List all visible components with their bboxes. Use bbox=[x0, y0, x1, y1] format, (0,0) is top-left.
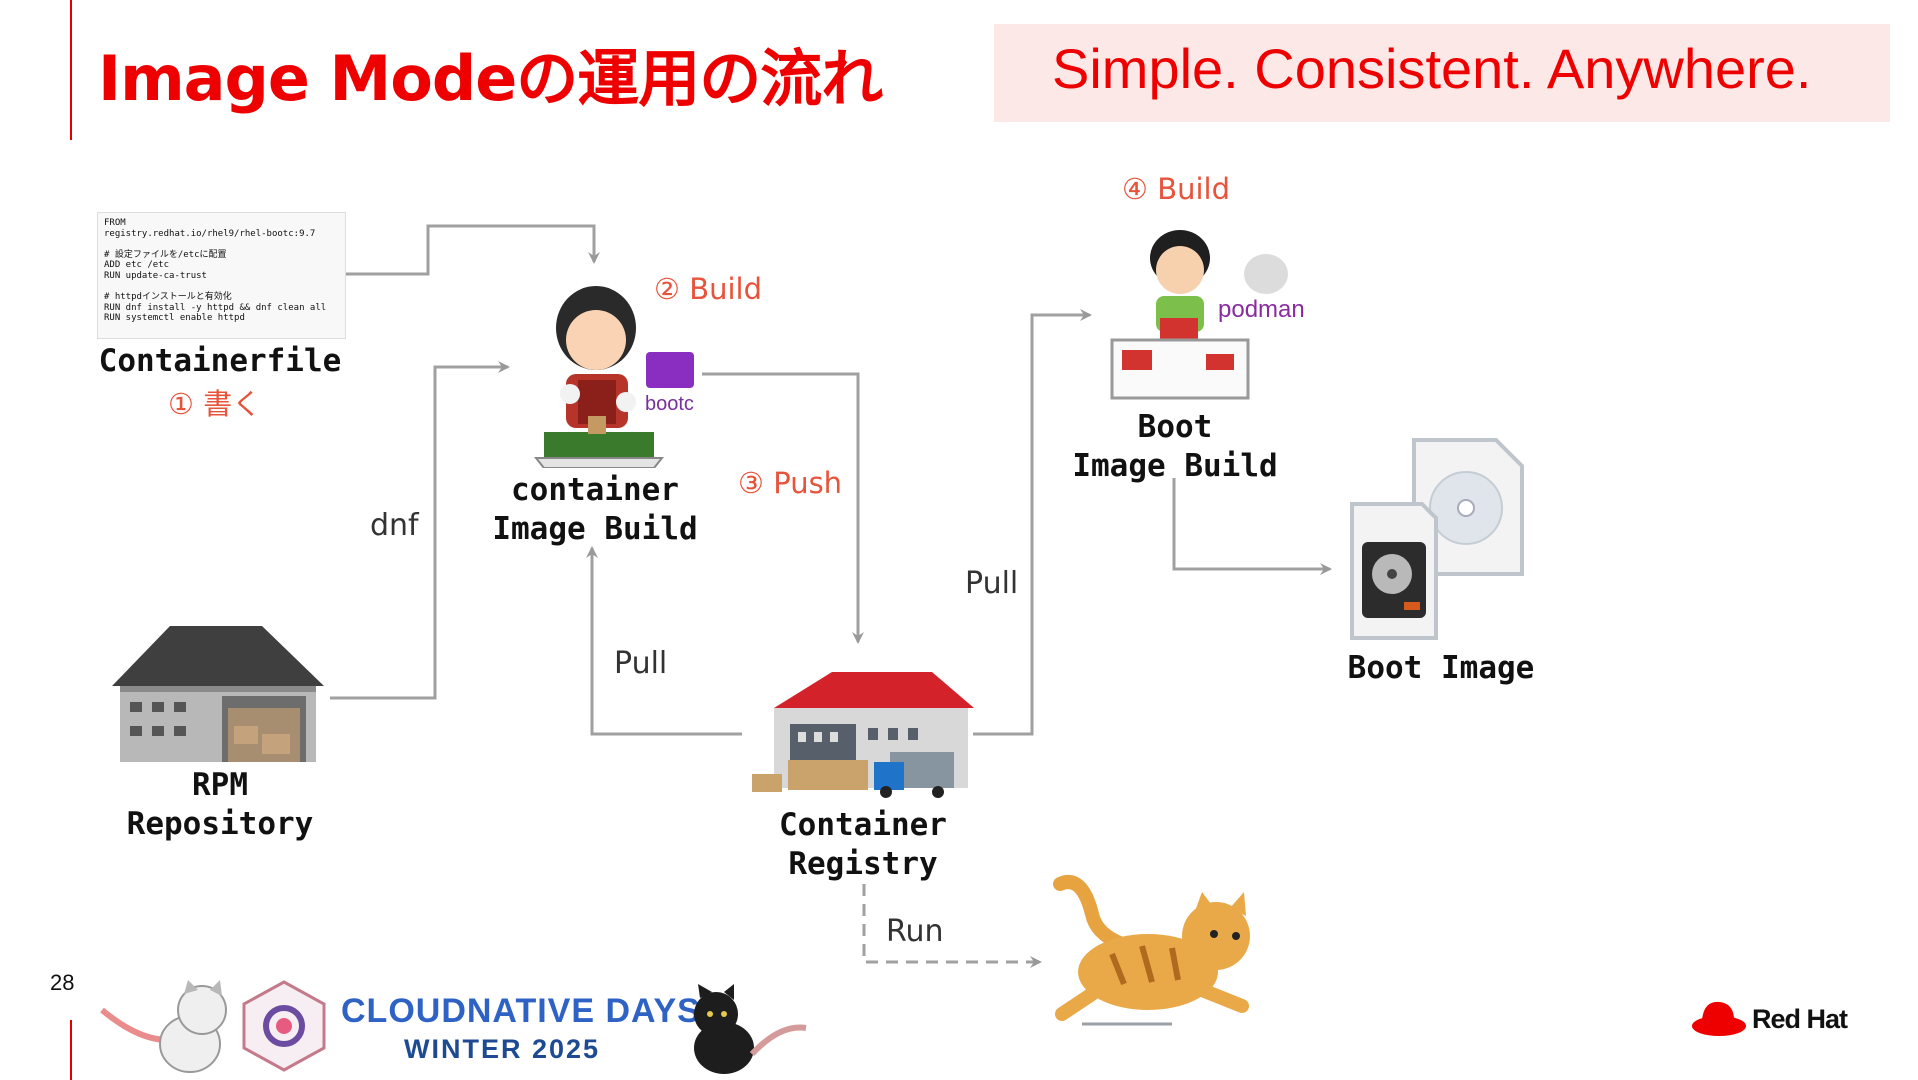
redhat-logo-icon bbox=[1692, 1001, 1746, 1036]
container-build-line1: container bbox=[511, 472, 679, 508]
warehouse-icon bbox=[112, 626, 324, 762]
tagline-text: Simple. Consistent. Anywhere. bbox=[1052, 37, 1812, 100]
container-registry-label: Container Registry bbox=[738, 806, 988, 884]
tagline-banner bbox=[994, 24, 1890, 122]
bootc-icon bbox=[646, 352, 694, 388]
container-registry-line1: Container bbox=[779, 807, 947, 843]
cloudnative-days-emblem-icon bbox=[242, 980, 326, 1072]
boot-build-label: Boot Image Build bbox=[1050, 408, 1300, 486]
redhat-brand: Red Hat bbox=[1752, 1004, 1848, 1034]
dnf-label: dnf bbox=[370, 508, 419, 543]
boot-image-label: Boot Image bbox=[1347, 650, 1535, 686]
accent-line-bottom bbox=[70, 1020, 72, 1080]
container-build-label: container Image Build bbox=[470, 471, 720, 549]
rpm-repository-line1: RPM bbox=[192, 767, 248, 803]
run-label: Run bbox=[886, 914, 944, 949]
event-season: WINTER 2025 bbox=[404, 1034, 601, 1064]
registry-warehouse-icon bbox=[752, 672, 974, 798]
bootc-label: bootc bbox=[645, 393, 694, 415]
podman-label: podman bbox=[1218, 296, 1305, 323]
container-registry-line2: Registry bbox=[788, 846, 938, 882]
pull-right-label: Pull bbox=[965, 566, 1019, 601]
arrow-run bbox=[862, 884, 1042, 968]
step-build-label: ② Build bbox=[654, 272, 763, 306]
event-name: CLOUDNATIVE DAYS bbox=[341, 992, 701, 1030]
white-cat-mascot-icon bbox=[100, 980, 227, 1073]
step-boot-build-label: ④ Build bbox=[1122, 172, 1231, 206]
page-title: Image Modeの運用の流れ bbox=[98, 42, 883, 115]
boot-build-line2: Image Build bbox=[1072, 448, 1278, 484]
step-write-label: ① 書く bbox=[168, 387, 262, 421]
page-number: 28 bbox=[50, 970, 75, 995]
running-cat-icon bbox=[1053, 875, 1250, 1026]
arrow-containerfile-to-build bbox=[344, 224, 600, 276]
boot-build-line1: Boot bbox=[1137, 409, 1213, 445]
pull-left-label: Pull bbox=[614, 646, 668, 681]
accent-line-top bbox=[70, 0, 72, 140]
container-build-line2: Image Build bbox=[492, 511, 698, 547]
builder-person-icon bbox=[533, 286, 665, 468]
podman-icon bbox=[1244, 254, 1288, 294]
rpm-repository-line2: Repository bbox=[126, 806, 314, 842]
arrow-boot-build bbox=[1172, 478, 1332, 575]
black-cat-mascot-icon bbox=[694, 984, 807, 1074]
containerfile-label: Containerfile bbox=[98, 343, 342, 379]
boot-builder-person-icon bbox=[1110, 230, 1250, 400]
arrow-pull-left bbox=[586, 546, 742, 736]
arrow-push bbox=[702, 372, 864, 644]
containerfile-code: FROM registry.redhat.io/rhel9/rhel-bootc… bbox=[104, 218, 327, 324]
boot-image-icon bbox=[1350, 438, 1524, 640]
containerfile-snippet bbox=[97, 212, 346, 339]
step-push-label: ③ Push bbox=[738, 466, 843, 500]
arrow-rpm-dnf bbox=[330, 361, 510, 700]
arrow-pull-right bbox=[973, 309, 1092, 736]
rpm-repository-label: RPM Repository bbox=[92, 766, 348, 844]
